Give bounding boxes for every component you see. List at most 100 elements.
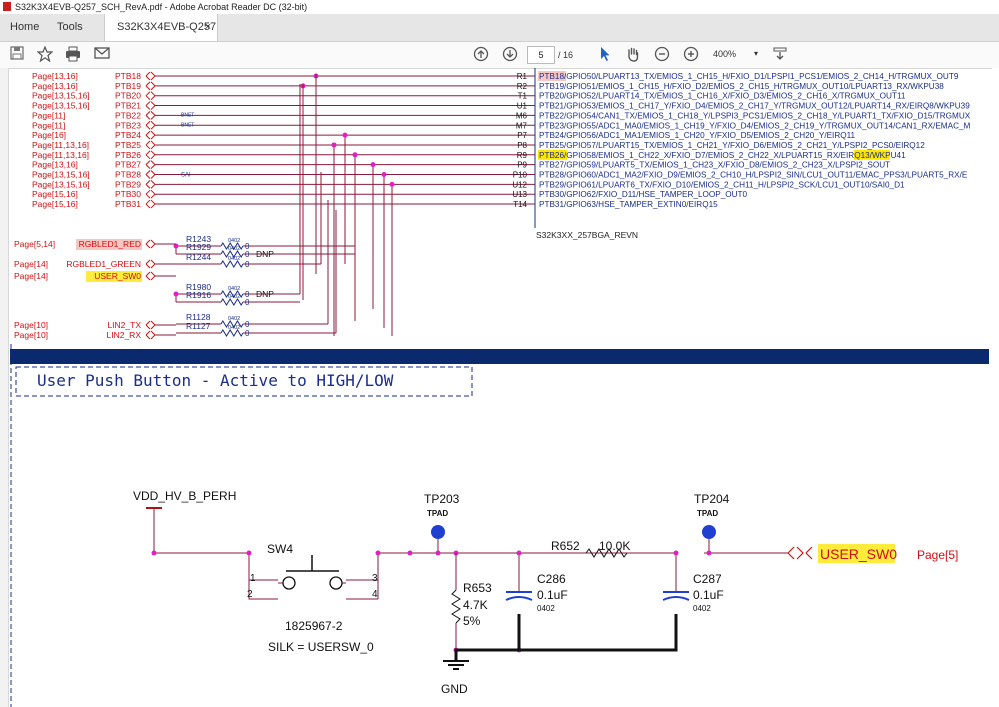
- close-tab-icon[interactable]: ×: [204, 21, 211, 33]
- bookmark-star-icon[interactable]: [36, 45, 54, 64]
- gnd-bus: [519, 614, 678, 652]
- page-total: / 16: [558, 50, 574, 60]
- dnp-label: DNP: [256, 249, 274, 259]
- junction-dot: [435, 550, 441, 556]
- bidirectional-port-icon: [145, 140, 156, 150]
- resistor-package: 0402: [228, 238, 240, 244]
- left-panel-collapsed[interactable]: [0, 68, 9, 707]
- chip-part-name: S32K3XX_257BGA_REVN: [536, 230, 638, 240]
- bidirectional-port-icon: [145, 160, 156, 170]
- bidirectional-port-icon: [787, 546, 813, 560]
- port-net-name: PTB26: [115, 150, 141, 160]
- junction-dot: [381, 172, 387, 177]
- print-icon[interactable]: [64, 46, 82, 64]
- tab-document-label: S32K3X4EVB-Q257...: [117, 21, 218, 33]
- port-page-ref: Page[15,16]: [32, 199, 78, 209]
- resistor-ref: R653: [463, 581, 492, 595]
- capacitor-plate: [662, 596, 690, 601]
- window-title: S32K3X4EVB-Q257_SCH_RevA.pdf - Adobe Acr…: [15, 2, 308, 12]
- net-highlight: [76, 239, 142, 250]
- switch-pin: 2: [247, 589, 253, 600]
- tab-home[interactable]: Home: [10, 21, 40, 33]
- resistor-ref: R1127: [186, 321, 211, 331]
- save-icon[interactable]: [8, 46, 26, 64]
- output-net-name: USER_SW0: [820, 546, 897, 562]
- junction-dot: [342, 132, 348, 138]
- net-name: LIN2_TX: [107, 320, 141, 330]
- capacitor-package: 0402: [693, 604, 711, 613]
- bidirectional-port-icon: [145, 91, 156, 101]
- tab-tools[interactable]: Tools: [57, 21, 83, 33]
- resistor-value: 0: [245, 242, 250, 251]
- resistor-package: 0402: [228, 316, 240, 322]
- previous-page-icon[interactable]: [472, 46, 490, 64]
- chip-pin-function: PTB29/GPIO61/LPUART6_TX/FXIO_D10/EMIOS_2…: [539, 180, 905, 189]
- bidirectional-port-icon: [145, 130, 156, 140]
- port-net-name: PTB27: [115, 160, 141, 170]
- output-page-ref: Page[5]: [917, 548, 958, 562]
- junction-dot: [352, 152, 358, 158]
- port-net-name: PTB18: [115, 71, 141, 81]
- junction-dot: [246, 550, 252, 556]
- resistor-ref: R1128: [186, 312, 211, 322]
- page-number-input[interactable]: 5: [527, 46, 555, 64]
- bidirectional-port-icon: [145, 271, 156, 281]
- switch-contact: [329, 576, 343, 590]
- chip-pin-number: T14: [513, 200, 527, 209]
- port-page-ref: Page[13,15,16]: [32, 91, 90, 101]
- bidirectional-port-icon: [145, 71, 156, 81]
- junction-dot: [673, 550, 679, 556]
- chip-pin-number: U13: [512, 190, 527, 199]
- chip-pin-function: PTB20/GPIO52/LPUART14_TX/EMIOS_1_CH16_X/…: [539, 92, 906, 101]
- capacitor-package: 0402: [537, 604, 555, 613]
- tab-bar: Home Tools S32K3X4EVB-Q257... ×: [0, 14, 999, 42]
- port-page-ref: Page[13,15,16]: [32, 101, 90, 111]
- port-page-ref: Page[11]: [32, 110, 65, 120]
- chip-pin-function: PTB19/GPIO51/EMIOS_1_CH15_H/FXIO_D2/EMIO…: [539, 82, 944, 91]
- next-page-icon[interactable]: [501, 46, 519, 64]
- bidirectional-port-icon: [145, 120, 156, 130]
- select-cursor-icon[interactable]: [596, 46, 614, 64]
- bidirectional-port-icon: [145, 101, 156, 110]
- chip-pin-function: PTB24/GPIO56/ADC1_MA1/EMIOS_1_CH20_Y/FXI…: [539, 131, 856, 140]
- chip-pin-function: PTB30/GPIO62/FXIO_D11/HSE_TAMPER_LOOP_OU…: [539, 190, 748, 199]
- switch-part-number: 1825967-2: [285, 619, 343, 633]
- resistor-symbol: [585, 548, 628, 558]
- chip-pin-number: R9: [517, 151, 528, 160]
- zoom-select[interactable]: 400% ▾: [713, 46, 758, 62]
- switch-pin: 1: [250, 573, 256, 584]
- resistor-ref: R1243: [186, 234, 211, 244]
- port-net-name: PTB31: [115, 199, 141, 209]
- testpoint-pad: [431, 525, 445, 539]
- port-page-ref: Page[16]: [32, 130, 66, 140]
- bidirectional-port-icon: [145, 259, 156, 269]
- junction-dot: [173, 243, 179, 249]
- bus-label: SAI: [181, 173, 191, 179]
- email-icon[interactable]: [93, 46, 111, 64]
- page-display-icon[interactable]: [771, 46, 789, 64]
- capacitor-plate: [505, 596, 533, 601]
- hand-tool-icon[interactable]: [624, 46, 642, 64]
- net-name: RGBLED1_GREEN: [66, 259, 141, 269]
- junction-dot: [706, 550, 712, 556]
- vertical-scrollbar[interactable]: [992, 68, 999, 707]
- net-highlight: [818, 544, 895, 563]
- chip-pin-function: PTB21/GPIO53/EMIOS_1_CH17_Y/FXIO_D4/EMIO…: [539, 102, 970, 111]
- port-net-name: PTB21: [115, 101, 141, 111]
- resistor-package: 0402: [228, 256, 240, 262]
- port-net-name: PTB25: [115, 140, 141, 150]
- capacitor-value: 0.1uF: [537, 588, 568, 602]
- dnp-label: DNP: [256, 289, 274, 299]
- resistor-symbol: [220, 320, 244, 328]
- tab-document[interactable]: S32K3X4EVB-Q257... ×: [104, 14, 218, 41]
- chip-pin-function: PTB27/GPIO59/LPUART5_TX/EMIOS_1_CH23_X/F…: [539, 161, 890, 170]
- zoom-out-icon[interactable]: [653, 46, 671, 64]
- zoom-in-icon[interactable]: [682, 46, 700, 64]
- chip-pin-number: U1: [517, 102, 528, 111]
- testpoint-ref: TP203: [424, 492, 460, 506]
- port-net-name: PTB20: [115, 91, 141, 101]
- chip-pin-number: P7: [517, 131, 527, 140]
- switch-ref: SW4: [267, 542, 293, 556]
